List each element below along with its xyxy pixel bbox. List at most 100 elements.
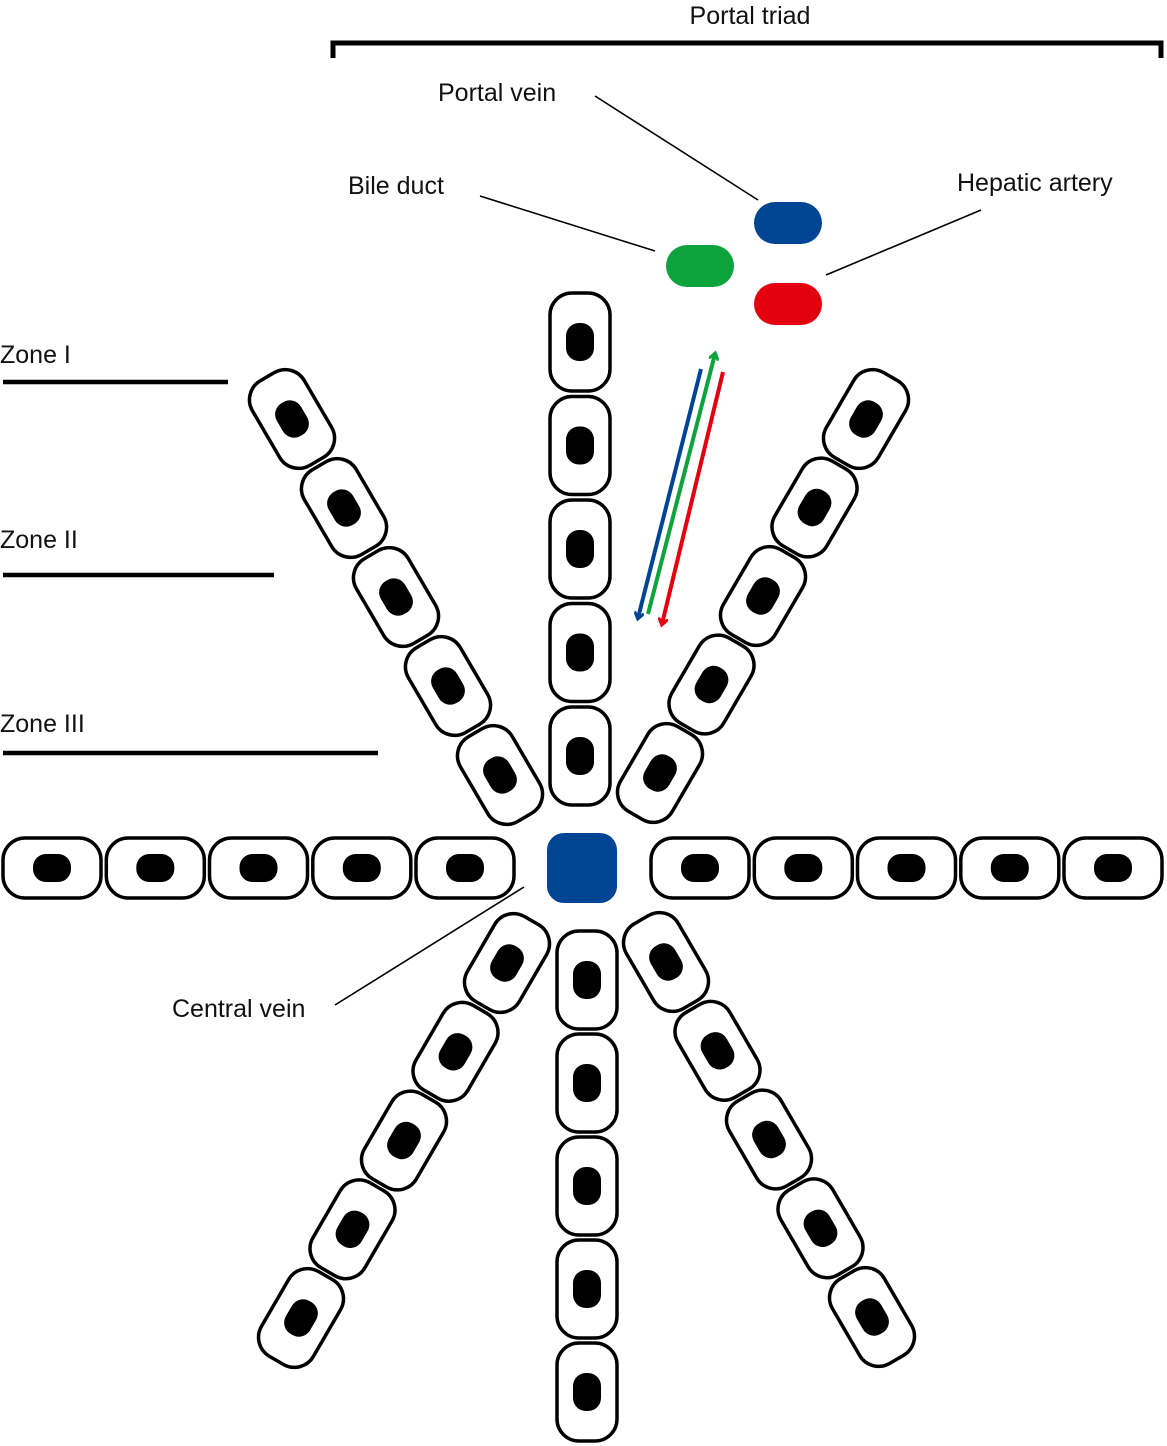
hepatocyte-nucleus xyxy=(566,633,594,672)
hepatocyte xyxy=(548,394,612,497)
hepatocyte-nucleus xyxy=(431,667,465,705)
bile-flow-arrow xyxy=(646,354,715,615)
hepatocyte xyxy=(256,1266,346,1370)
portal-vein-leader xyxy=(594,95,759,201)
hepatocyte-nucleus xyxy=(990,854,1029,882)
bile-duct-label: Bile duct xyxy=(348,172,444,200)
hepatocyte-nucleus xyxy=(649,943,683,981)
hepatic-artery xyxy=(754,283,822,325)
hepatocyte-nucleus xyxy=(446,854,484,882)
hepatocyte-nucleus xyxy=(573,961,601,999)
hepatocyte-cords xyxy=(1,291,1164,1443)
hepatocyte xyxy=(770,456,859,559)
hepatocyte-nucleus xyxy=(803,1209,838,1247)
hepatocyte xyxy=(959,836,1061,900)
central-vein-leader xyxy=(334,886,525,1006)
hepatic-artery-leader xyxy=(825,209,982,276)
hepatocyte-nucleus xyxy=(239,854,278,882)
bile-duct-leader xyxy=(479,195,656,252)
hepatocyte xyxy=(548,601,612,704)
hepatocyte xyxy=(555,929,619,1031)
hepatocyte xyxy=(718,544,808,648)
portal-triad-bracket xyxy=(330,40,1164,58)
hepatocyte xyxy=(621,910,711,1014)
hepatocyte-nucleus xyxy=(573,1167,601,1205)
hepatocyte xyxy=(359,1089,449,1192)
hepatocyte xyxy=(1062,836,1164,900)
hepatocyte xyxy=(555,1135,619,1237)
hepatocyte xyxy=(311,836,413,900)
portal-triad-label: Portal triad xyxy=(690,2,811,30)
hepatocyte xyxy=(724,1088,814,1191)
hepatocyte xyxy=(299,456,389,560)
hepatocyte xyxy=(855,836,958,900)
hepatocyte xyxy=(827,1265,917,1369)
hepatocyte-nucleus xyxy=(284,1299,318,1337)
hepatocyte-nucleus xyxy=(566,426,594,465)
central-vein xyxy=(547,833,617,903)
hepatocyte-nucleus xyxy=(784,854,823,882)
portal-vein-label: Portal vein xyxy=(438,79,556,107)
hepatocyte xyxy=(351,545,441,649)
blood-flow-portal-vein-arrow xyxy=(638,368,703,618)
zone-2-label: Zone II xyxy=(0,526,78,554)
hepatocyte-nucleus xyxy=(700,1032,735,1070)
hepatocyte xyxy=(308,1178,397,1281)
hepatocyte xyxy=(403,634,493,738)
hepatocyte-nucleus xyxy=(566,737,594,775)
hepatic-artery-label: Hepatic artery xyxy=(957,169,1113,197)
hepatocyte xyxy=(247,367,337,471)
hepatocyte xyxy=(667,633,756,736)
hepatocyte-nucleus xyxy=(752,1120,786,1159)
hepatocyte-nucleus xyxy=(797,488,832,527)
hepatocyte xyxy=(1,836,103,900)
hepatocyte-nucleus xyxy=(566,530,594,568)
hepatocyte-nucleus xyxy=(694,665,729,704)
hepatocyte xyxy=(752,836,855,900)
hepatocyte-nucleus xyxy=(490,944,524,982)
hepatocyte xyxy=(455,723,545,827)
portal-vein xyxy=(754,202,822,244)
hepatocyte-nucleus xyxy=(681,854,719,882)
hepatocyte xyxy=(555,1341,619,1443)
zone-1-label: Zone I xyxy=(0,341,71,369)
hepatocyte-nucleus xyxy=(855,1298,889,1336)
zone-3-label: Zone III xyxy=(0,710,85,738)
hepatocyte-nucleus xyxy=(643,754,677,792)
hepatocyte-nucleus xyxy=(136,854,175,882)
hepatocyte-nucleus xyxy=(566,323,594,361)
hepatocyte-nucleus xyxy=(387,1121,421,1160)
blood-flow-hepatic-artery-arrow xyxy=(662,371,725,624)
hepatocyte xyxy=(548,498,612,600)
hepatocyte-nucleus xyxy=(342,854,381,882)
hepatocyte xyxy=(555,1238,619,1340)
hepatocyte xyxy=(104,836,207,900)
hepatocyte-nucleus xyxy=(483,756,517,794)
hepatocyte-nucleus xyxy=(573,1064,601,1102)
hepatocyte-nucleus xyxy=(275,400,309,438)
central-vein-label: Central vein xyxy=(172,995,305,1023)
hepatocyte-nucleus xyxy=(746,577,780,615)
hepatocyte-nucleus xyxy=(887,854,926,882)
hepatocyte-nucleus xyxy=(849,400,883,438)
bile-duct xyxy=(666,245,734,287)
hepatocyte xyxy=(615,721,705,825)
hepatocyte xyxy=(414,836,516,900)
hepatocyte xyxy=(462,911,552,1015)
hepatocyte-nucleus xyxy=(573,1270,601,1308)
hepatocyte-nucleus xyxy=(327,489,361,527)
hepatocyte-nucleus xyxy=(33,854,71,882)
hepatocyte-nucleus xyxy=(573,1373,601,1411)
hepatocyte xyxy=(673,999,762,1102)
hepatocyte-nucleus xyxy=(335,1210,370,1248)
hepatocyte-nucleus xyxy=(379,578,413,616)
hepatocyte xyxy=(411,1000,500,1103)
hepatocyte xyxy=(548,291,612,393)
hepatocyte xyxy=(555,1032,619,1134)
hepatocyte xyxy=(821,367,911,471)
hepatocyte xyxy=(776,1177,865,1280)
hepatocyte xyxy=(649,836,751,900)
hepatocyte xyxy=(207,836,310,900)
hepatocyte-nucleus xyxy=(1094,854,1132,882)
